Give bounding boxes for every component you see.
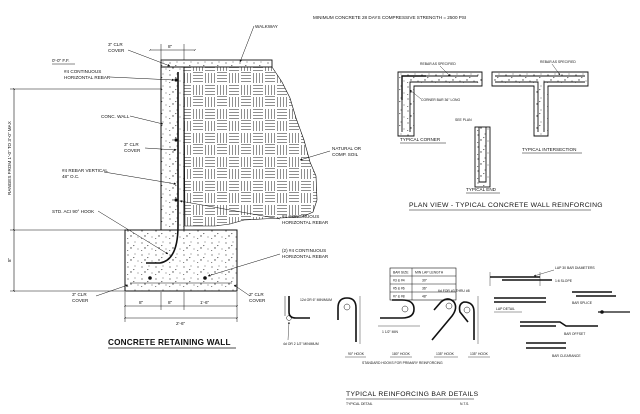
strength-note: MINIMUM CONCRETE 28 DAYS COMPRESSIVE STR…: [313, 15, 466, 20]
natural-soil-2: COMP. SOIL: [332, 152, 359, 157]
table-cell: #5 & #6: [393, 287, 405, 291]
soil-hatch: [183, 66, 318, 227]
hook-label: STD. ACI 90° HOOK: [52, 209, 95, 214]
table-header-lap: MIN LAP LENGTH: [415, 271, 444, 275]
plan-title: PLAN VIEW - TYPICAL CONCRETE WALL REINFO…: [409, 202, 603, 209]
hook-90-label: 90° HOOK: [348, 352, 365, 356]
walkway-label: WALKWAY: [255, 24, 278, 29]
corner-bar-note: CORNER BAR 36" LONG: [421, 98, 460, 102]
plan-view: CORNER BAR 36" LONG REBAR AS SPECIFIED T…: [397, 60, 603, 211]
corner-wall: [397, 71, 483, 137]
lap-details-right: LAP 30 BAR DIAMETERS 1:6 SLOPE LAP DETAI…: [489, 266, 630, 358]
lap-table: BAR SIZE MIN LAP LENGTH #3 & #4 30" #5 &…: [389, 267, 457, 301]
end-wall: [474, 126, 491, 188]
bar-details-title: TYPICAL REINFORCING BAR DETAILS: [346, 391, 479, 398]
clr-cover-top-2: COVER: [108, 48, 125, 53]
dia-note-b: 6d FOR #3 THRU #8: [438, 289, 470, 293]
intersection-label: TYPICAL INTERSECTION: [522, 147, 576, 152]
dim-left-small: 8": [168, 300, 173, 305]
bar-details-scale: N.T.S.: [460, 402, 469, 406]
rebar-note-b: REBAR AS SPECIFIED: [540, 60, 576, 64]
retaining-wall-section: RANGES FROM 1'-0" TO 3'-0" MAX 8" 8" 0'-…: [7, 24, 362, 349]
horiz-rebar-top-2: HORIZONTAL REBAR: [64, 75, 111, 80]
min-clear: 1 1/2" MIN: [382, 330, 398, 334]
wall-stem: [160, 66, 185, 231]
table-cell: 48": [422, 295, 428, 299]
lap-detail-label: LAP DETAIL: [496, 307, 515, 311]
horiz-rebar-footing-2: HORIZONTAL REBAR: [282, 254, 329, 259]
clr-cover-top-1: 3" CLR: [108, 42, 123, 47]
intersection-wall: [491, 71, 589, 137]
hook-180-b: 1 1/2" MIN 180° HOOK: [378, 299, 420, 358]
table-cell: 36": [422, 287, 428, 291]
hook-180-label: 180° HOOK: [392, 352, 411, 356]
horiz-rebar-footing-1: (2) #4 CONTINUOUS: [282, 248, 326, 253]
rebar-vertical-1: #4 REBAR VERTICAL: [62, 168, 108, 173]
dim-vertical: 8": [7, 257, 12, 262]
horiz-rebar-low-1: #4 CONTINUOUS: [282, 214, 319, 219]
end-label: TYPICAL END: [466, 187, 497, 192]
dim-total: 2'-6": [176, 321, 186, 326]
table-cell: #7 & #8: [393, 295, 405, 299]
hook-135-right: 135° HOOK: [458, 296, 490, 358]
rebar-note-c: SEE PLAN: [455, 118, 472, 122]
wall-title: CONCRETE RETAINING WALL: [108, 338, 231, 347]
clr-cover-right-1: 3" CLR: [249, 292, 264, 297]
bar-splice-label: BAR SPLICE: [572, 301, 593, 305]
hook-135-label: 135° HOOK: [436, 352, 455, 356]
range-label: RANGES FROM 1'-0" TO 3'-0" MAX: [7, 121, 12, 195]
conc-wall-label: CONC. WALL: [101, 114, 130, 119]
bar-details-subtitle: TYPICAL DETAIL: [346, 402, 373, 406]
table-cell: #3 & #4: [393, 279, 405, 283]
lap-note: LAP 30 BAR DIAMETERS: [555, 266, 595, 270]
hook-135b-label: 135° HOOK: [470, 352, 489, 356]
horiz-rebar-top-1: #4 CONTINUOUS: [64, 69, 101, 74]
walkway-slab: [160, 59, 273, 68]
horiz-rebar-low-2: HORIZONTAL REBAR: [282, 220, 329, 225]
corner-label: TYPICAL CORNER: [400, 137, 441, 142]
bar-clearance-label: BAR CLEARANCE: [552, 354, 581, 358]
dim-bottom-left: 8": [139, 300, 144, 305]
ff-label: 0'-0" F.F.: [52, 58, 70, 63]
dim-top: 8": [168, 44, 173, 49]
clr-cover-mid-2: COVER: [124, 148, 141, 153]
footing: [124, 229, 238, 292]
clr-cover-left-2: COVER: [72, 298, 89, 303]
rebar-vertical-2: 48" O.C.: [62, 174, 79, 179]
hook-90-left: 12d OR 6" MINIMUM 4d OR 2 1/2" MINIMUM: [283, 296, 332, 346]
clr-cover-mid-1: 3" CLR: [124, 142, 139, 147]
natural-soil-1: NATURAL OR: [332, 146, 362, 151]
clr-cover-left-1: 3" CLR: [72, 292, 87, 297]
hook-180: 90° HOOK: [337, 296, 366, 358]
ext-note: 12d OR 6" MINIMUM: [300, 298, 332, 302]
dim-footing-width: 1'-6": [200, 300, 210, 305]
vertical-rebar: [146, 72, 179, 264]
dia-note: 4d OR 2 1/2" MINIMUM: [283, 342, 319, 346]
table-cell: 30": [422, 279, 428, 283]
hook-135: 6d FOR #3 THRU #8 135° HOOK: [431, 289, 470, 358]
rebar-note-a: REBAR AS SPECIFIED: [420, 62, 456, 66]
slope-note: 1:6 SLOPE: [555, 279, 573, 283]
bar-offset-label: BAR OFFSET: [564, 332, 585, 336]
std-hooks-note: STANDARD HOOKS FOR PRIMARY REINFORCING: [362, 361, 443, 365]
bar-details: BAR SIZE MIN LAP LENGTH #3 & #4 30" #5 &…: [283, 266, 630, 406]
table-header-size: BAR SIZE: [393, 271, 409, 275]
clr-cover-right-2: COVER: [249, 298, 266, 303]
